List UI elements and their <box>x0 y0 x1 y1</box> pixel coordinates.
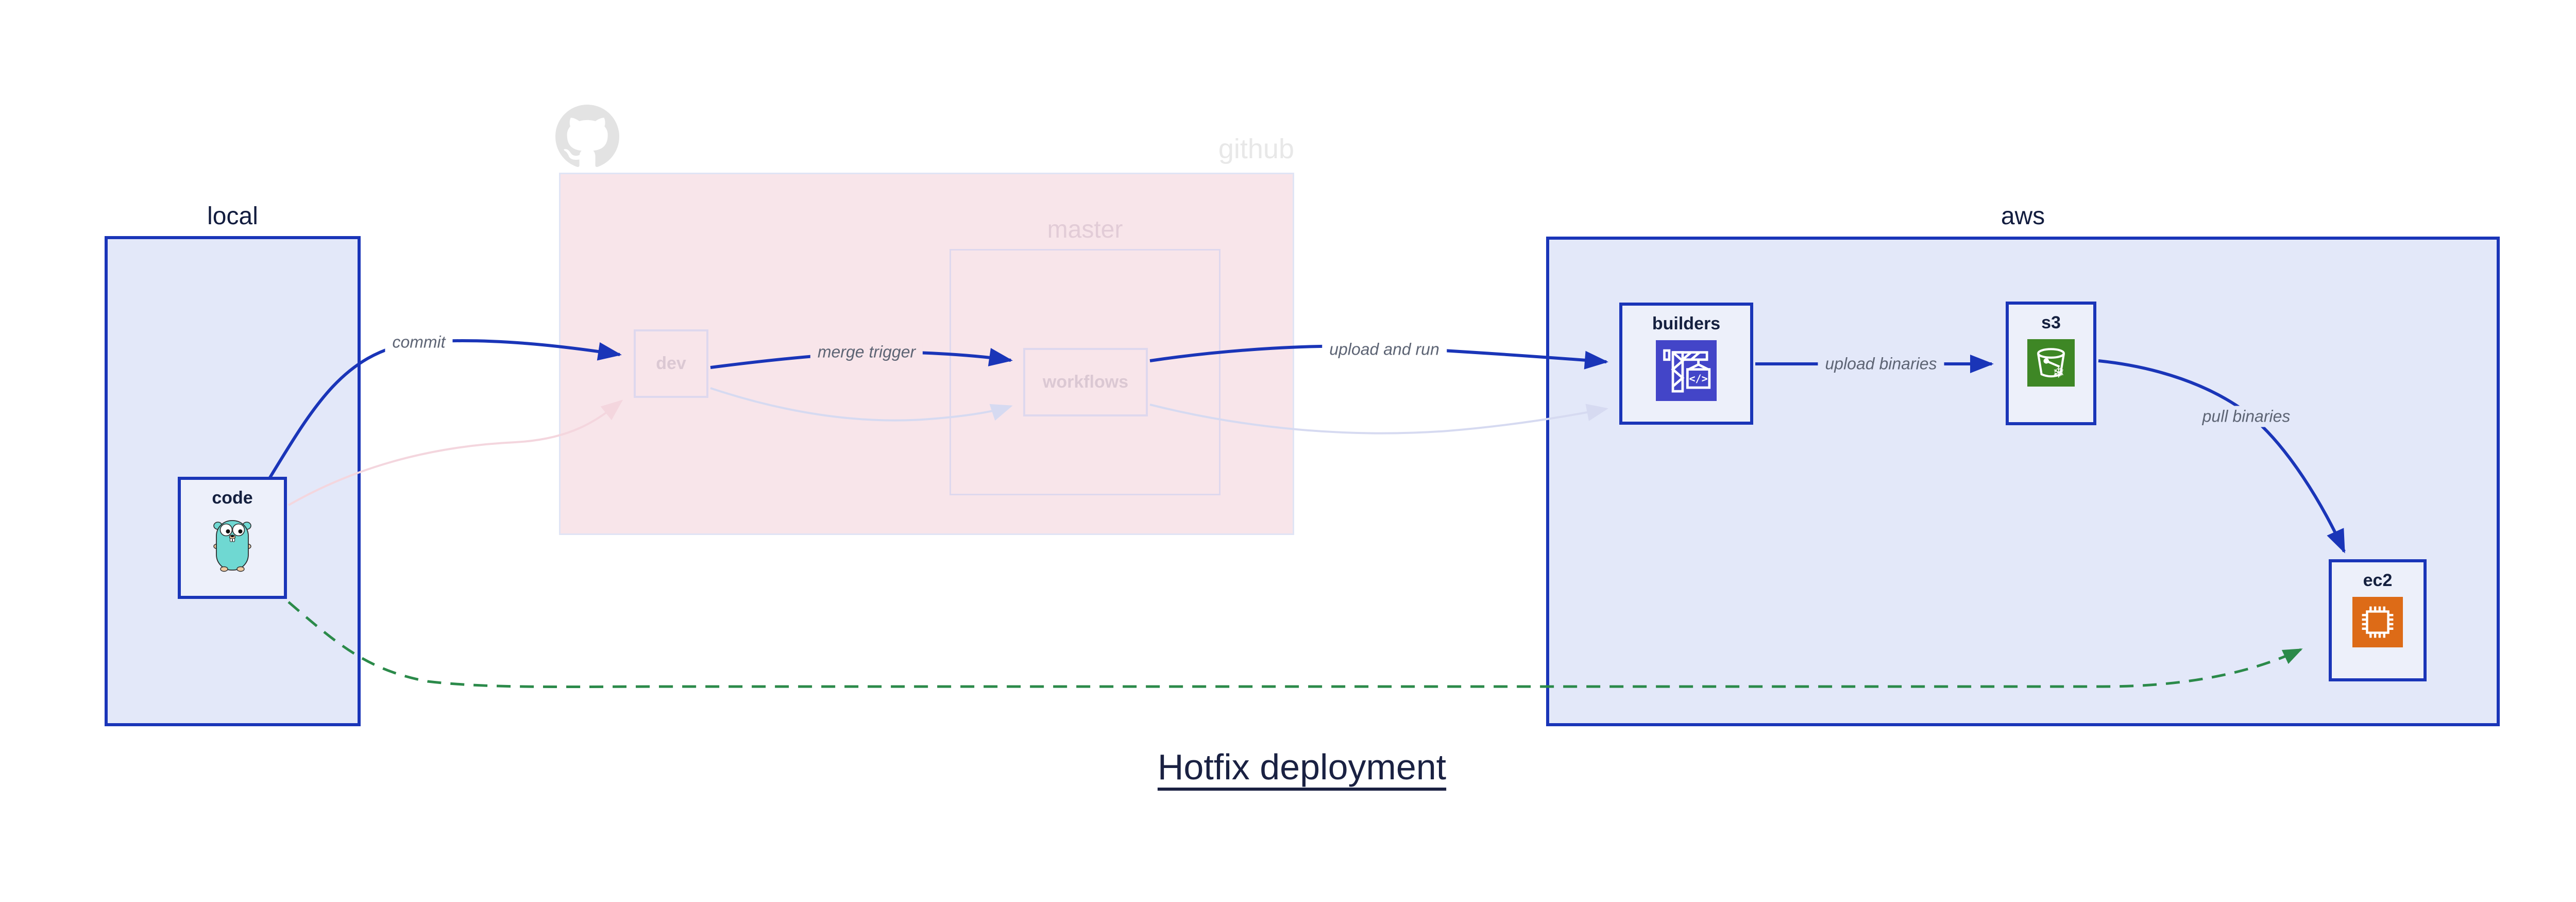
node-s3: s3 ❄ <box>2006 302 2096 425</box>
codebuild-code-glyph: </> <box>1689 372 1707 385</box>
node-ec2: ec2 <box>2329 559 2427 681</box>
node-workflows-label: workflows <box>1042 372 1129 392</box>
node-s3-label: s3 <box>2041 313 2061 332</box>
node-code-label: code <box>212 488 253 508</box>
node-dev-label: dev <box>656 354 686 373</box>
github-group-label: github <box>1218 133 1294 164</box>
node-builders: builders </> <box>1619 303 1753 425</box>
go-gopher-icon <box>213 514 252 575</box>
node-builders-label: builders <box>1652 314 1721 333</box>
github-logo-icon <box>555 105 619 171</box>
master-branch-label: master <box>1047 216 1123 243</box>
local-group-label: local <box>207 203 258 230</box>
diagram-title: Hotfix deployment <box>1157 747 1447 787</box>
s3-snowflake-glyph: ❄ <box>2053 364 2064 381</box>
node-dev: dev <box>634 329 708 398</box>
s3-bucket-icon: ❄ <box>2027 339 2075 389</box>
node-ec2-label: ec2 <box>2363 571 2393 590</box>
node-code: code <box>178 477 287 599</box>
node-workflows: workflows <box>1023 348 1148 416</box>
master-branch-box <box>950 249 1221 495</box>
codebuild-crane-icon: </> <box>1656 340 1717 404</box>
ec2-chip-icon <box>2352 597 2403 650</box>
aws-group-label: aws <box>2001 203 2045 230</box>
